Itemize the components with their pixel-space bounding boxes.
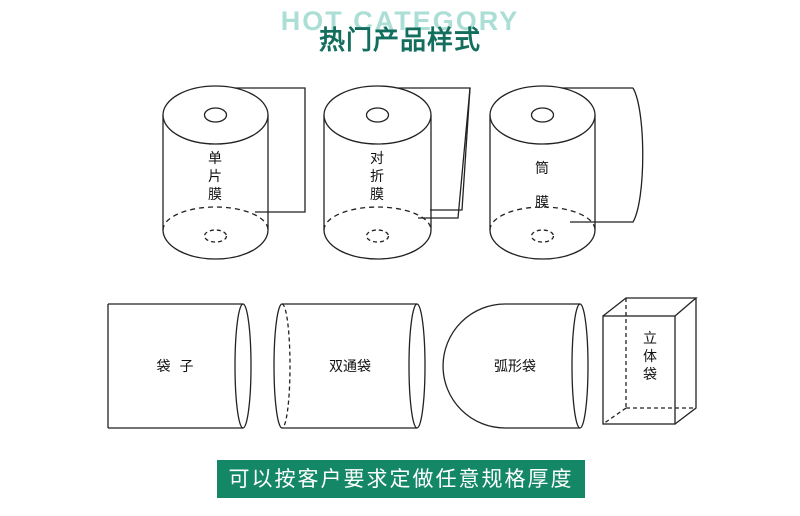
bag-outline	[107, 303, 243, 429]
bag-outline	[282, 303, 417, 429]
roll-core	[530, 107, 555, 123]
bag-arc	[442, 303, 589, 429]
roll-bottom-hidden	[162, 206, 269, 231]
roll-bottom-hidden	[323, 206, 432, 231]
bag-left-opening-hidden	[281, 303, 291, 429]
bag-outline	[505, 303, 580, 429]
box-front	[602, 315, 676, 425]
roll-bottom-hidden	[489, 206, 596, 231]
film-sheet-back	[375, 87, 471, 219]
roll-single-film	[162, 85, 306, 260]
roll-bottom	[323, 229, 432, 260]
roll-core	[365, 107, 390, 123]
roll-top	[162, 85, 269, 145]
roll-tube-film	[489, 85, 644, 260]
custom-order-banner: 可以按客户要求定做任意规格厚度	[217, 460, 585, 498]
box-hidden-edges	[602, 298, 696, 425]
roll-top	[489, 85, 596, 145]
bag-3d	[602, 297, 698, 425]
box-top	[602, 297, 698, 317]
bag-plain	[107, 303, 252, 429]
page-header: HOT CATEGORY 热门产品样式	[0, 4, 800, 56]
roll-core-bottom	[530, 229, 555, 243]
roll-label-tube: 筒膜	[534, 152, 550, 220]
film-sheet-fold	[430, 87, 471, 211]
film-sheet	[215, 87, 306, 213]
roll-core-bottom	[203, 229, 228, 243]
bag-opening	[234, 303, 252, 429]
bag-label-arc: 弧形袋	[494, 359, 536, 375]
roll-bottom	[489, 229, 596, 260]
bag-label-3d: 立体袋	[642, 330, 658, 384]
header-watermark: HOT CATEGORY	[280, 6, 520, 36]
roll-label-text: 对折膜	[370, 151, 384, 203]
bag-label-double-open: 双通袋	[329, 359, 371, 375]
bag-label-text: 立体袋	[643, 331, 657, 383]
roll-label-folded: 对折膜	[369, 150, 385, 204]
roll-top	[323, 85, 432, 145]
bag-right-opening	[408, 303, 426, 429]
bag-double-open	[273, 303, 426, 429]
roll-label-text: 单片膜	[208, 151, 222, 203]
roll-label-text: 筒膜	[535, 161, 549, 211]
box-side	[674, 298, 697, 425]
roll-label-single: 单片膜	[207, 150, 223, 204]
bag-arc-end	[442, 303, 506, 429]
roll-core	[203, 107, 228, 123]
bag-label-plain: 袋 子	[156, 359, 194, 375]
page-title: 热门产品样式	[318, 26, 481, 56]
roll-core-bottom	[365, 229, 390, 243]
roll-bottom	[162, 229, 269, 260]
tube-outline	[570, 87, 644, 223]
bag-opening	[571, 303, 589, 429]
bag-left-opening	[273, 303, 283, 429]
roll-folded-film	[323, 85, 471, 260]
